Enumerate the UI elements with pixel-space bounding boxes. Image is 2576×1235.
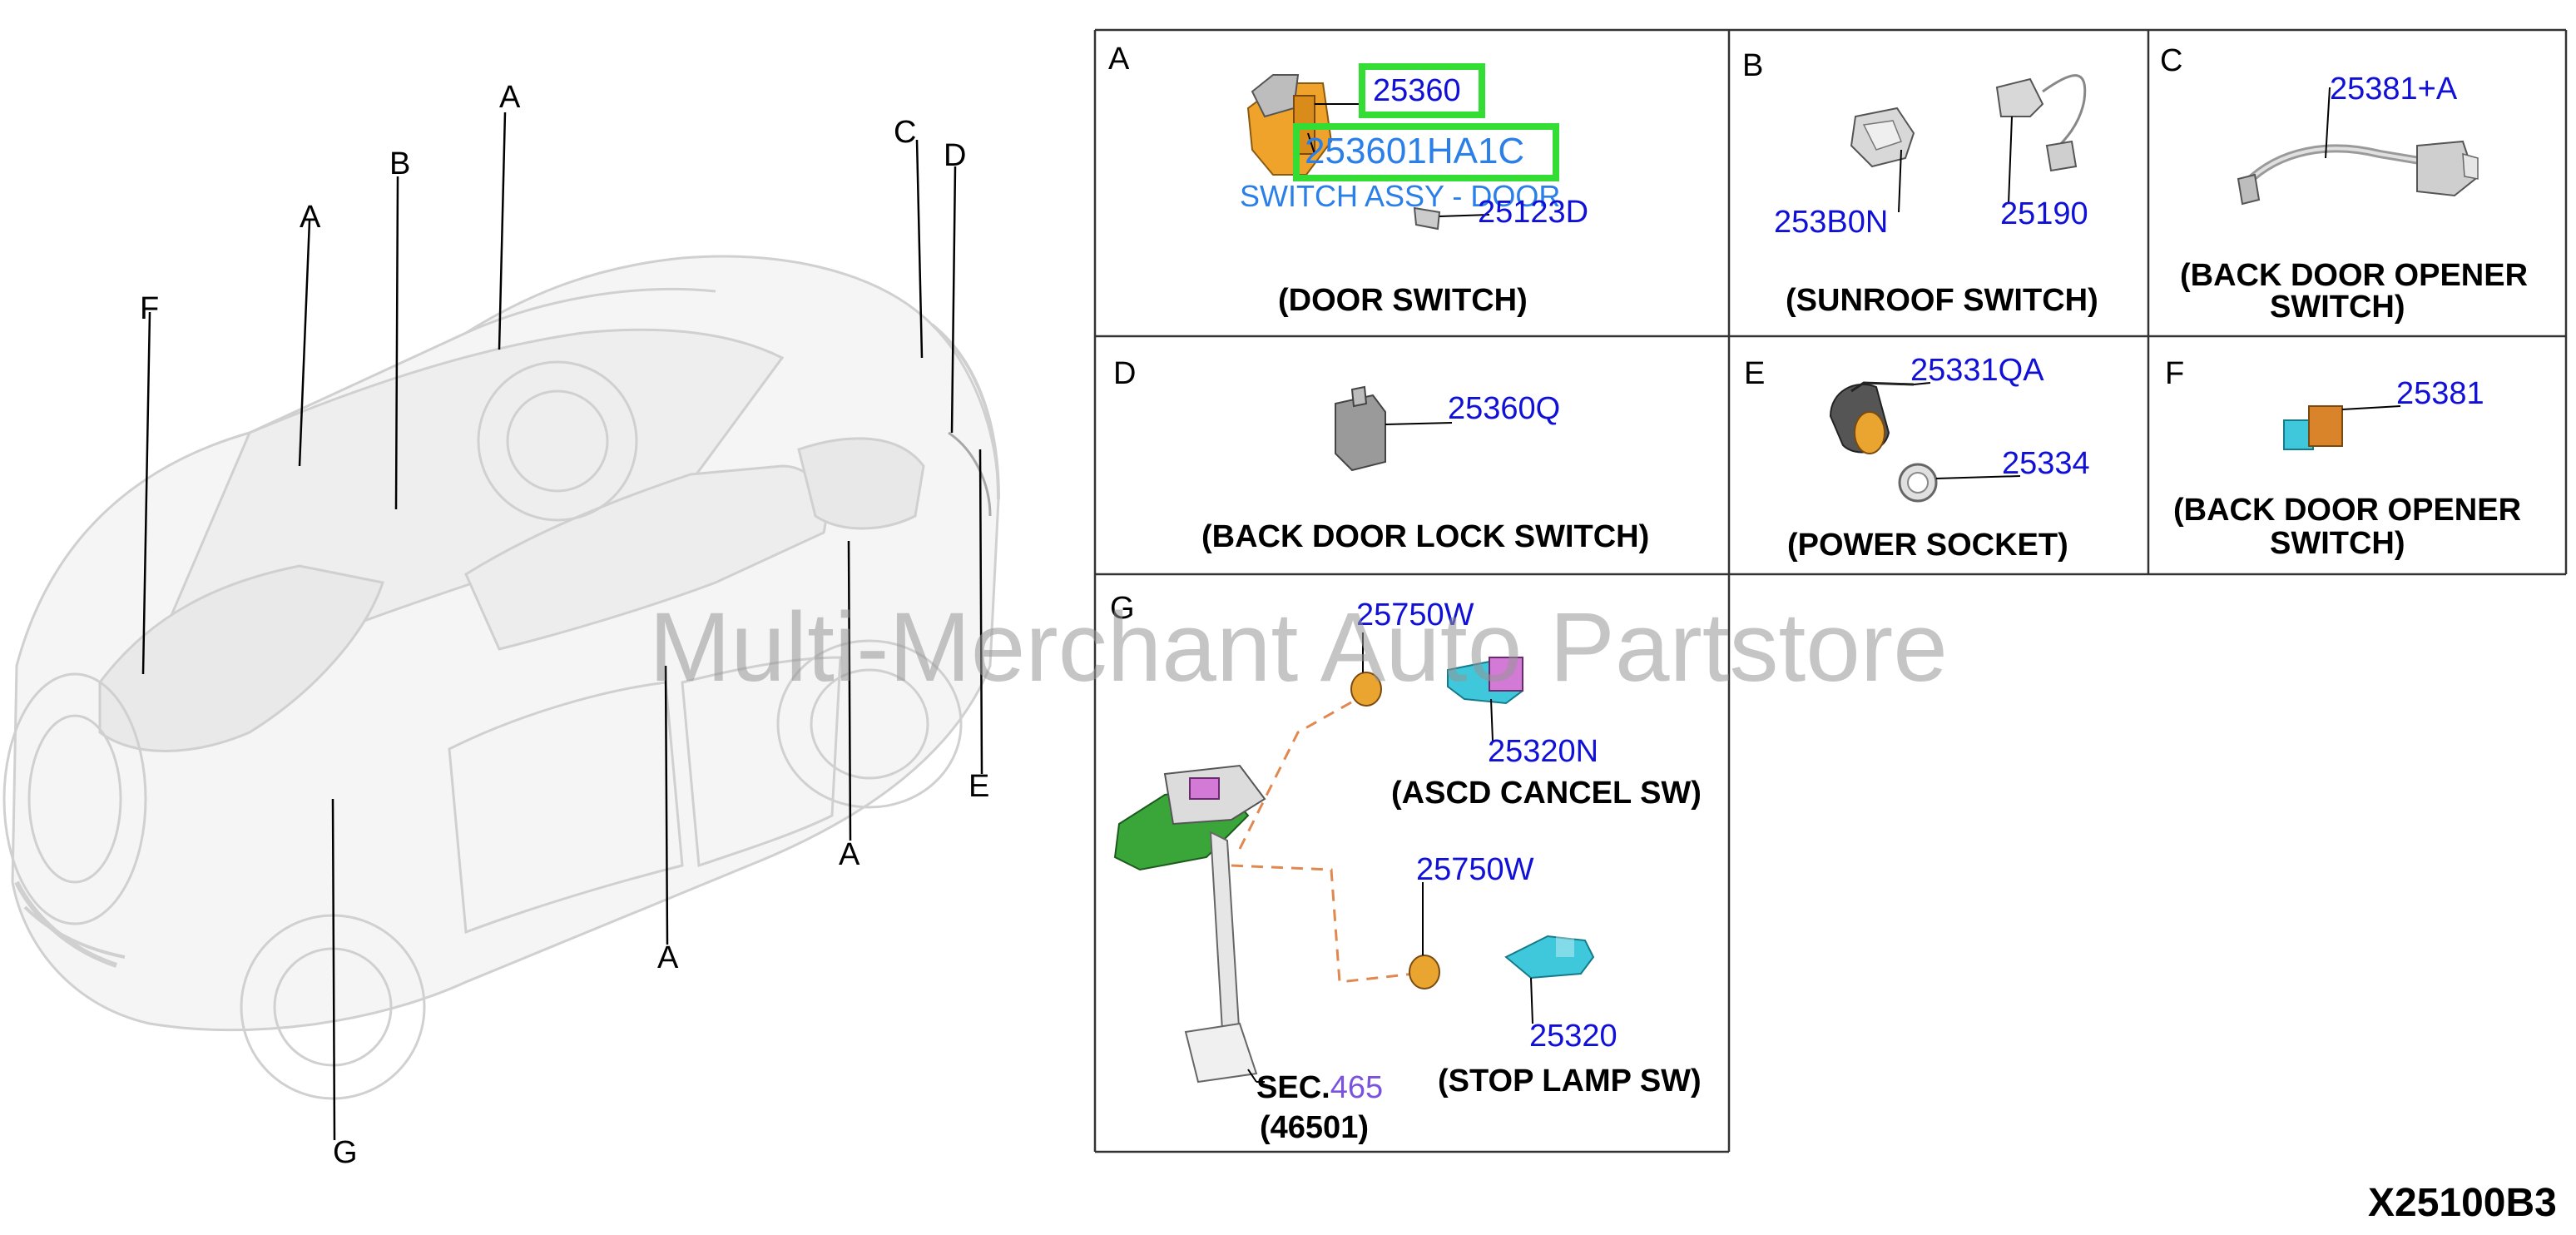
panel-a-letter: A (1108, 42, 1130, 77)
panel-b-letter: B (1742, 48, 1764, 83)
panel-f-caption-line1: (BACK DOOR OPENER (2173, 493, 2522, 528)
vehicle-callout-a-front[interactable]: A (300, 200, 321, 235)
part-number-25320n[interactable]: 25320N (1488, 734, 1599, 769)
part-number-25360q[interactable]: 25360Q (1448, 391, 1561, 426)
panel-b-caption: (SUNROOF SWITCH) (1786, 283, 2098, 318)
vehicle-callout-e[interactable]: E (968, 769, 990, 804)
vehicle-leader-lines (141, 112, 983, 1141)
panel-d-caption: (BACK DOOR LOCK SWITCH) (1201, 519, 1650, 554)
panel-e-letter: E (1744, 356, 1766, 391)
part-number-25750w-lower[interactable]: 25750W (1416, 852, 1534, 887)
section-prefix: SEC. (1256, 1070, 1330, 1105)
part-number-253b0n[interactable]: 253B0N (1774, 205, 1889, 240)
panel-c-caption-line2: SWITCH) (2270, 290, 2405, 325)
section-sub-reference: (46501) (1260, 1110, 1369, 1145)
panel-d-illustration (1335, 385, 1453, 472)
panel-e-illustration (1829, 381, 2021, 503)
vehicle-callout-a-rear-door[interactable]: A (839, 837, 860, 872)
vehicle-callout-a-front-door[interactable]: A (657, 940, 679, 975)
part-number-25750w-upper[interactable]: 25750W (1356, 598, 1474, 632)
vehicle-callout-f[interactable]: F (140, 291, 160, 326)
part-name-label: SWITCH ASSY - DOOR (1240, 179, 1561, 213)
section-reference[interactable]: SEC.465 (1256, 1072, 1383, 1104)
panel-a-caption: (DOOR SWITCH) (1278, 283, 1528, 318)
vehicle-callout-b[interactable]: B (389, 146, 411, 181)
part-number-25334[interactable]: 25334 (2002, 446, 2090, 481)
panel-g-letter: G (1110, 591, 1135, 626)
diagram-code: X25100B3 (2368, 1181, 2557, 1225)
panel-f-illustration (2283, 405, 2401, 450)
panel-f-caption-line2: SWITCH) (2270, 526, 2405, 561)
part-number-253601ha1c[interactable]: 253601HA1C (1305, 131, 1525, 171)
panel-a-illustration (1246, 74, 1490, 231)
panel-b-illustration (1850, 74, 2087, 213)
panel-c-caption-line1: (BACK DOOR OPENER (2180, 258, 2529, 293)
part-number-25381[interactable]: 25381 (2396, 376, 2484, 411)
vehicle-callout-a-roof[interactable]: A (499, 80, 521, 115)
panel-g-caption-ascd: (ASCD CANCEL SW) (1391, 776, 1702, 811)
panel-grid (1093, 28, 2568, 1153)
part-number-25381-plus-a[interactable]: 25381+A (2330, 72, 2458, 107)
part-number-25320[interactable]: 25320 (1529, 1019, 1617, 1054)
highlight-box-253601ha1c (1293, 123, 1559, 181)
panel-e-caption: (POWER SOCKET) (1787, 528, 2068, 563)
vehicle-callout-c[interactable]: C (894, 115, 917, 150)
vehicle-illustration (2, 255, 1000, 1100)
panel-c-illustration (2237, 87, 2479, 206)
vehicle-callout-g[interactable]: G (333, 1135, 358, 1170)
part-number-25360[interactable]: 25360 (1373, 73, 1461, 108)
highlight-box-25360 (1359, 63, 1485, 118)
panel-g-caption-stop: (STOP LAMP SW) (1438, 1064, 1702, 1099)
vehicle-callout-d[interactable]: D (944, 138, 967, 173)
panel-g-illustration (1113, 632, 1595, 1084)
section-number[interactable]: 465 (1330, 1070, 1384, 1105)
panel-f-letter: F (2165, 356, 2185, 391)
part-number-25331qa[interactable]: 25331QA (1910, 353, 2044, 388)
panel-d-letter: D (1113, 356, 1137, 391)
panel-c-letter: C (2160, 43, 2183, 78)
part-number-25190[interactable]: 25190 (2000, 196, 2088, 231)
part-number-25123d[interactable]: 25123D (1478, 195, 1589, 230)
